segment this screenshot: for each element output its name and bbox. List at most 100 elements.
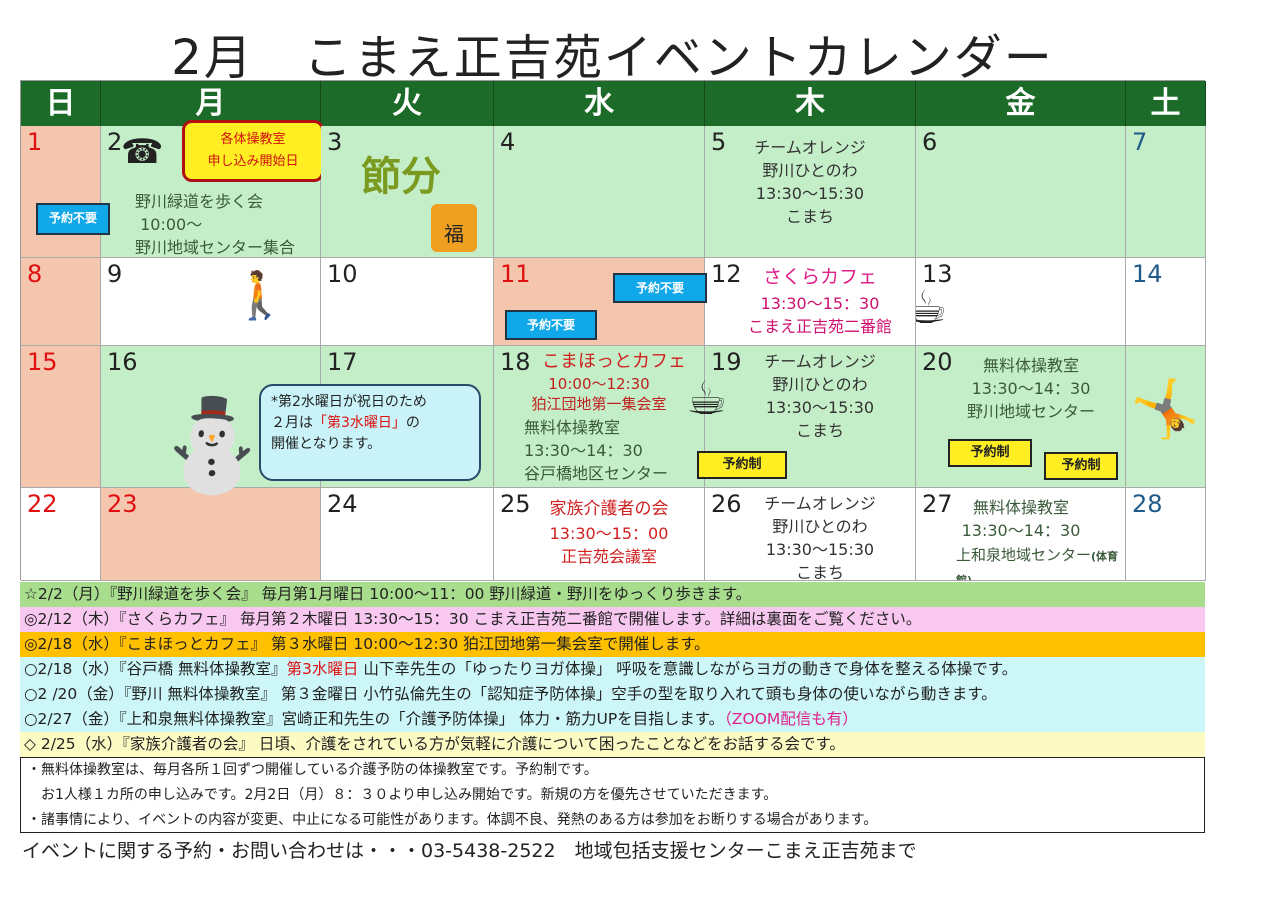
- day-cell: 5 チームオレンジ 野川ひとのわ 13:30～15:30 こまち: [705, 126, 916, 258]
- event-sakura-cafe: 13:30～15：30 こまえ正吉苑二番館: [747, 294, 892, 336]
- day-cell: 25 家族介護者の会 13:30～15：00 正吉苑会議室: [494, 488, 705, 581]
- day-number: 14: [1132, 260, 1163, 288]
- note-text: 山下幸先生の「ゆったりヨガ体操」 呼吸を意識しながらヨガの動きで身体を整える体操…: [358, 660, 1018, 678]
- day-number: 3: [327, 128, 343, 156]
- note-kamiizumi: ○2/27（金）『上和泉無料体操教室』宮崎正和先生の「介護予防体操」 体力・筋力…: [20, 707, 1205, 732]
- day-number: 6: [922, 128, 938, 156]
- event-komahot-cafe: 10:00～12:30 狛江団地第一集会室: [531, 375, 667, 413]
- day-number: 24: [327, 490, 358, 518]
- event-family-caregivers: 13:30～15：00 正吉苑会議室: [549, 524, 669, 566]
- info-line: お1人様１カ所の申し込みです。2月2日（月）８：３０より申し込み開始です。新規の…: [27, 787, 778, 803]
- day-number: 7: [1132, 128, 1148, 156]
- contact-footer: イベントに関する予約・お問い合わせは・・・03-5438-2522 地域包括支援…: [22, 840, 917, 862]
- day-number: 8: [27, 260, 43, 288]
- day-number: 23: [107, 490, 138, 518]
- event-komahot-cafe-title: こまほっとカフェ: [542, 351, 686, 372]
- info-line: ・諸事情により、イベントの内容が変更、中止になる可能性があります。体調不良、発熱…: [27, 812, 878, 828]
- day-number: 25: [500, 490, 531, 518]
- day-number: 20: [922, 348, 953, 376]
- day-number: 16: [107, 348, 138, 376]
- weekday-thu: 木: [705, 81, 916, 126]
- note-sakura-cafe: ◎2/12（木）『さくらカフェ』 毎月第２木曜日 13:30～15：30 こまえ…: [20, 607, 1205, 632]
- day-number: 15: [27, 348, 58, 376]
- day-cell: 3 節分 福: [321, 126, 494, 258]
- day-cell: 23: [101, 488, 321, 581]
- stretching-person-icon: 🤸: [1130, 377, 1200, 442]
- weekday-wed: 水: [494, 81, 705, 126]
- event-sakura-cafe-title: さくらカフェ: [762, 266, 877, 288]
- event-nogawa-exercise: 無料体操教室 13:30～14：30 野川地域センター: [966, 356, 1095, 421]
- bubble-highlight: 「第3水曜日」: [313, 415, 406, 431]
- day-number: 22: [27, 490, 58, 518]
- day-cell: 27 無料体操教室 13:30～14：30 上和泉地域センター(体育館): [916, 488, 1126, 581]
- weekday-mon: 月: [101, 81, 321, 126]
- day-cell: 12 さくらカフェ 13:30～15：30 こまえ正吉苑二番館: [705, 258, 916, 346]
- note-walk: ☆2/2（月）『野川緑道を歩く会』 毎月第1月曜日 10:00～11：00 野川…: [20, 582, 1205, 607]
- place-note: (体育館): [956, 550, 1119, 581]
- walking-people-icon: 🚶: [231, 268, 289, 322]
- day-number: 1: [27, 128, 43, 156]
- bubble-text: *第2水曜日が祝日のため ２月は: [271, 394, 427, 431]
- telephone-icon: ☎: [121, 132, 164, 172]
- day-cell: 26 チームオレンジ 野川ひとのわ 13:30～15:30 こまち: [705, 488, 916, 581]
- note-highlight: 第3水曜日: [286, 660, 359, 678]
- day-number: 12: [711, 260, 742, 288]
- weekday-sun: 日: [21, 81, 101, 126]
- day-number: 4: [500, 128, 516, 156]
- day-cell: 15: [21, 346, 101, 488]
- no-reservation-tag: 予約不要: [36, 203, 110, 235]
- day-cell: 24: [321, 488, 494, 581]
- day-cell: 6: [916, 126, 1126, 258]
- registration-start-badge: 各体操教室 申し込み開始日: [182, 120, 324, 182]
- notice-bubble: *第2水曜日が祝日のため ２月は「第3水曜日」の 開催となります。: [259, 384, 481, 481]
- no-reservation-tag: 予約不要: [505, 310, 597, 340]
- day-cell: 22: [21, 488, 101, 581]
- day-number: 27: [922, 490, 953, 518]
- event-team-orange: チームオレンジ 野川ひとのわ 13:30～15:30 こまち: [764, 494, 876, 581]
- coffee-cup-icon: ☕: [686, 371, 728, 425]
- day-cell: 🤸: [1126, 346, 1206, 488]
- note-text: ○2/27（金）『上和泉無料体操教室』宮崎正和先生の「介護予防体操」 体力・筋力…: [24, 710, 725, 728]
- note-text: ○2/18（水）『谷戸橋 無料体操教室』: [24, 660, 287, 678]
- day-number: 11: [500, 260, 531, 288]
- no-reservation-tag: 予約不要: [613, 273, 707, 303]
- day-cell: 1: [21, 126, 101, 258]
- note-zoom: （ZOOM配信も有）: [724, 710, 858, 728]
- note-komahot-cafe: ◎2/18（水）『こまほっとカフェ』 第３水曜日 10:00～12:30 狛江団…: [20, 632, 1205, 657]
- day-cell: 14: [1126, 258, 1206, 346]
- coffee-cup-icon: ☕: [916, 280, 947, 334]
- page-title: 2月 こまえ正吉苑イベントカレンダー: [171, 30, 1054, 86]
- setsubun-art: 節分: [361, 154, 441, 200]
- bean-box-icon: 福: [431, 204, 477, 252]
- day-cell: 13 ☕: [916, 258, 1126, 346]
- day-number: 19: [711, 348, 742, 376]
- day-number: 18: [500, 348, 531, 376]
- day-number: 17: [327, 348, 358, 376]
- event-team-orange: チームオレンジ 野川ひとのわ 13:30～15:30 こまち: [764, 352, 876, 440]
- weekday-fri: 金: [916, 81, 1126, 126]
- snowman-icon: ⛄: [156, 393, 269, 498]
- day-number: 5: [711, 128, 727, 156]
- note-nogawa: ○2 /20（金）『野川 無料体操教室』 第３金曜日 小竹弘倫先生の「認知症予防…: [20, 682, 1205, 707]
- event-team-orange: チームオレンジ 野川ひとのわ 13:30～15:30 こまち: [754, 138, 866, 226]
- reservation-required-tag: 予約制: [948, 439, 1032, 467]
- day-cell: 8: [21, 258, 101, 346]
- weekday-tue: 火: [321, 81, 494, 126]
- place-text: 上和泉地域センター: [956, 546, 1092, 564]
- event-kamiizumi-place: 上和泉地域センター(体育館): [956, 544, 1125, 581]
- day-number: 13: [922, 260, 953, 288]
- day-number: 9: [107, 260, 123, 288]
- bubble-text: の 開催となります。: [271, 415, 420, 452]
- info-line: ・無料体操教室は、毎月各所１回ずつ開催している介護予防の体操教室です。予約制です…: [27, 762, 598, 778]
- event-yatobashi-exercise: 無料体操教室 13:30～14：30 谷戸橋地区センター: [524, 418, 669, 483]
- note-yatobashi: ○2/18（水）『谷戸橋 無料体操教室』第3水曜日 山下幸先生の「ゆったりヨガ体…: [20, 657, 1205, 682]
- reservation-required-tag: 予約制: [1044, 452, 1118, 480]
- day-number: 26: [711, 490, 742, 518]
- event-family-caregivers-title: 家族介護者の会: [549, 499, 669, 519]
- day-cell: 10: [321, 258, 494, 346]
- info-box: ・無料体操教室は、毎月各所１回ずつ開催している介護予防の体操教室です。予約制です…: [20, 757, 1205, 833]
- reservation-required-tag: 予約制: [697, 451, 787, 479]
- day-cell: 9 🚶: [101, 258, 321, 346]
- calendar-grid: 日 月 火 水 木 金 土 1 2 ☎ 野川緑道を歩く会 10:00～ 野川地域…: [20, 80, 1206, 581]
- day-cell: 7: [1126, 126, 1206, 258]
